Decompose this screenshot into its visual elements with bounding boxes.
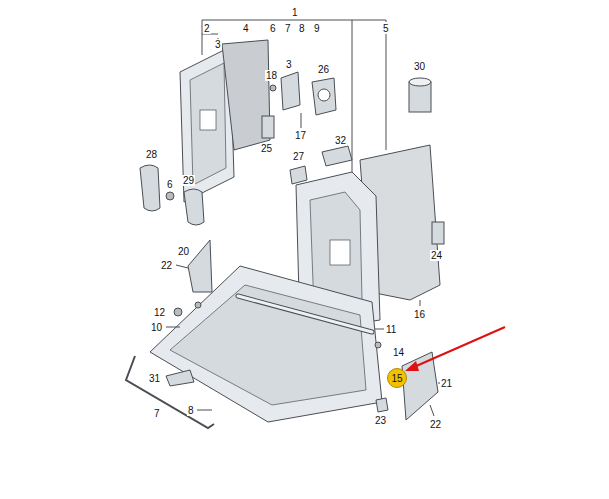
callout-number: 16 bbox=[413, 309, 426, 320]
callout-number: 6 bbox=[269, 23, 277, 34]
callout-number: 29 bbox=[182, 175, 195, 186]
callout-number: 7 bbox=[284, 23, 292, 34]
callout-number: 12 bbox=[153, 307, 166, 318]
callout-number: 1 bbox=[291, 7, 299, 18]
callout-number: 24 bbox=[430, 250, 443, 261]
callout-number: 3 bbox=[214, 39, 222, 50]
callout-number: 8 bbox=[187, 405, 195, 416]
callout-number: 3 bbox=[285, 59, 293, 70]
callout-number: 15 bbox=[391, 373, 402, 384]
callout-number: 31 bbox=[148, 373, 161, 384]
callout-number: 23 bbox=[374, 415, 387, 426]
callout-number: 28 bbox=[145, 149, 158, 160]
callout-number: 20 bbox=[177, 246, 190, 257]
callout-number: 22 bbox=[160, 260, 173, 271]
callout-number: 27 bbox=[292, 151, 305, 162]
callout-number: 6 bbox=[166, 179, 174, 190]
callout-number: 9 bbox=[313, 23, 321, 34]
callout-number: 30 bbox=[413, 61, 426, 72]
callout-number: 7 bbox=[153, 408, 161, 419]
callout-number: 25 bbox=[260, 143, 273, 154]
callout-number: 4 bbox=[242, 23, 250, 34]
callout-number: 10 bbox=[150, 322, 163, 333]
callout-number: 18 bbox=[265, 70, 278, 81]
callout-number: 5 bbox=[382, 23, 390, 34]
callout-number: 32 bbox=[334, 135, 347, 146]
callout-number: 11 bbox=[385, 324, 397, 335]
callout-number: 17 bbox=[294, 130, 307, 141]
callout-number: 8 bbox=[298, 23, 306, 34]
callout-number: 21 bbox=[440, 378, 453, 389]
highlighted-callout: 15 bbox=[387, 368, 407, 388]
callout-number: 2 bbox=[203, 23, 211, 34]
callout-number: 14 bbox=[392, 347, 405, 358]
callout-number: 22 bbox=[429, 419, 442, 430]
callout-number: 26 bbox=[317, 64, 330, 75]
